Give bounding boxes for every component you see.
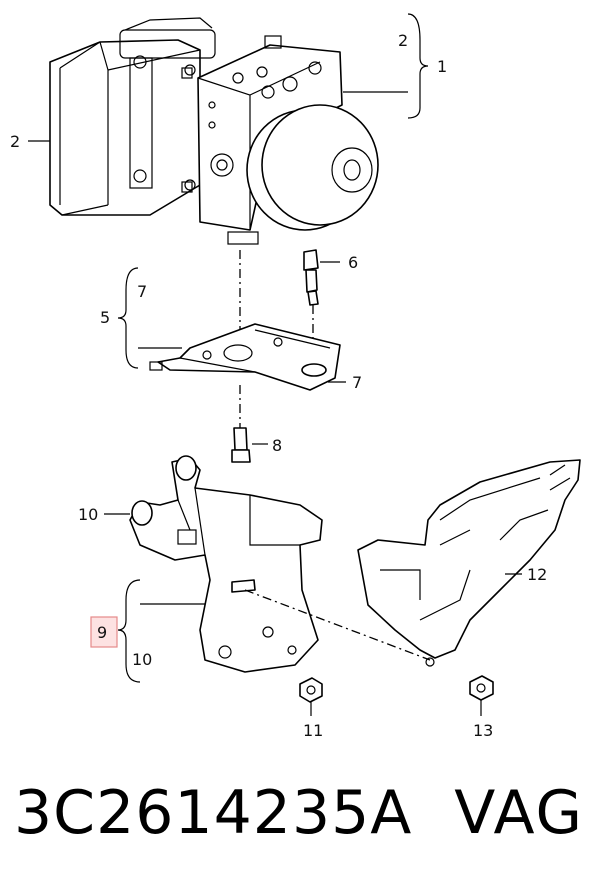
abs-control-unit [49, 17, 379, 245]
callout-1: 1 [437, 57, 447, 76]
callout-9-highlight [90, 616, 118, 648]
callout-10-lower: 10 [132, 650, 152, 669]
callout-9: 9 [97, 623, 107, 642]
callout-7-right-group: 7 [328, 373, 362, 392]
callout-2-left-group: 2 [10, 132, 50, 151]
callout-13: 13 [473, 721, 493, 740]
nut-13: 13 [469, 675, 494, 740]
callout-7-upper: 7 [137, 282, 147, 301]
callout-8: 8 [272, 436, 282, 455]
callout-12: 12 [527, 565, 547, 584]
lower-bracket [129, 455, 323, 673]
callout-5-group: 7 5 [100, 267, 182, 369]
callout-2-left: 2 [10, 132, 20, 151]
callout-2-top: 2 [398, 31, 408, 50]
callout-5: 5 [100, 308, 110, 327]
brand-label: VAG [454, 778, 584, 848]
caption-footer: 3C2614235A VAG [14, 778, 594, 868]
callout-7-lower: 7 [352, 373, 362, 392]
callout-10-upper-group: 10 [78, 505, 130, 524]
bolt-6: 6 [303, 249, 358, 306]
pump-motor [246, 104, 379, 231]
callout-11: 11 [303, 721, 323, 740]
nut-11: 11 [299, 677, 323, 740]
callout-10-upper: 10 [78, 505, 98, 524]
heat-shield: 12 [357, 459, 581, 667]
part-number: 3C2614235A [14, 778, 413, 848]
callout-9-group: 9 10 [90, 579, 205, 683]
bolt-8: 8 [231, 427, 282, 463]
mounting-bracket [149, 323, 341, 391]
callout-6: 6 [348, 253, 358, 272]
callout-1-group: 2 1 [343, 13, 447, 119]
control-module [49, 17, 216, 216]
